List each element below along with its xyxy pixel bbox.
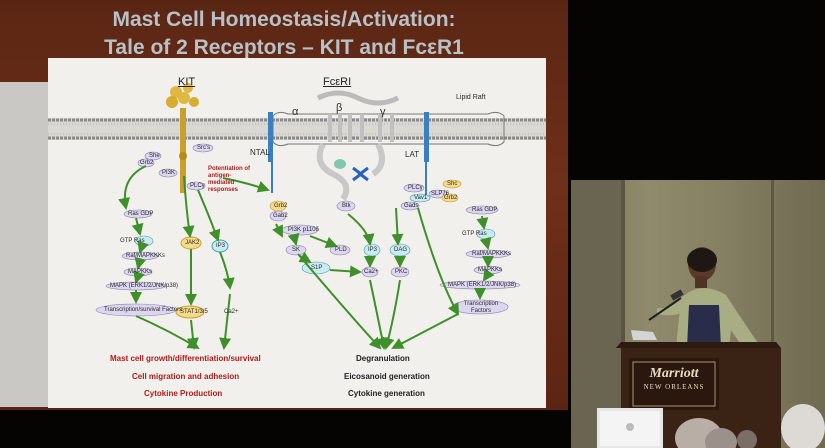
kit-outcome: Cell migration and adhesion [132, 372, 240, 381]
node-ip3-left: IP3 [216, 243, 226, 249]
potentiation-line: Potentiation of [208, 166, 250, 172]
fceri-receptor [268, 90, 429, 201]
alpha-label: α [292, 106, 299, 118]
node-she: She [149, 153, 160, 159]
presentation-slide: Mast Cell Homeostasis/Activation: Tale o… [0, 0, 568, 410]
node-grb2-right: Grb2 [444, 195, 458, 201]
ntal-label: NTAL [250, 148, 270, 157]
audience-heads [675, 404, 825, 448]
node-ras-gdp-right: Ras GDP [472, 207, 498, 213]
laptop [597, 408, 663, 448]
node-gads: Gads [404, 203, 419, 209]
side-panel [0, 82, 48, 407]
node-gab2: Gab2 [273, 213, 288, 219]
node-plcy-right: PLCγ [408, 185, 423, 191]
node-tf-right: Transcription Factors [463, 301, 499, 314]
node-sk: SK [292, 247, 301, 253]
potentiation-line: antigen- [208, 173, 232, 179]
node-ras-gdp-left: Ras GDP [128, 211, 154, 217]
node-pkc: PKC [395, 269, 408, 275]
pathway-arrows [118, 165, 495, 350]
speaker-scene [571, 180, 825, 448]
pathway-diagram: KIT FcεRI α β γ Lipid Raft NTAL LAT Pote… [48, 58, 546, 408]
node-stat: STAT1/3/5 [180, 309, 208, 315]
beta-label: β [336, 102, 343, 114]
node-gtp-ras-left: GTP Ras [120, 238, 145, 244]
node-mapk-left: MAPK (ERK1/2/JNK/p38) [110, 283, 179, 289]
slide-title-line-2: Tale of 2 Receptors – KIT and FcεR1 [104, 36, 464, 59]
node-s1p: S1P [311, 265, 323, 271]
node-raf-right: Raf/MAPKKKs [472, 251, 512, 257]
lipid-raft-label: Lipid Raft [456, 94, 486, 101]
slide-title: Mast Cell Homeostasis/Activation: Tale o… [0, 6, 568, 62]
node-slp76: SLP76 [431, 191, 450, 197]
fceri-outcome: Eicosanoid generation [344, 372, 430, 381]
lat-label: LAT [405, 150, 420, 159]
node-plcy-left: PLCγ [190, 183, 205, 189]
potentiation-line: mediated [208, 180, 235, 186]
kit-receptor [166, 83, 199, 193]
speaker-video-feed: Marriott NEW ORLEANS [571, 180, 825, 448]
node-jak2: JAK2 [185, 240, 200, 246]
node-grb2-mid: Grb2 [274, 203, 288, 209]
node-pi3k-mid: PI3K p110δ [288, 227, 319, 233]
potentiation-line: responses [208, 187, 239, 193]
node-src: Src's [197, 145, 211, 151]
node-vav: Vav1 [414, 195, 428, 201]
node-ca-left: Ca2+ [224, 309, 239, 315]
kit-header: KIT [178, 76, 196, 88]
node-pi3k-left: PI3K [162, 170, 176, 176]
node-grb2-left: Grb2 [140, 160, 154, 166]
node-mapkks-left: MAPKKs [128, 269, 153, 275]
fceri-header: FcεRI [323, 76, 352, 88]
node-gtp-ras-right: GTP Ras [462, 231, 487, 237]
node-mapk-right: MAPK (ERK1/2/JNK/p38) [448, 282, 517, 288]
pathway-drawing [48, 83, 546, 350]
slide-title-line-1: Mast Cell Homeostasis/Activation: [112, 8, 456, 31]
fceri-outcome: Degranulation [356, 354, 410, 363]
lipid-bilayer [48, 118, 546, 140]
node-pld: PLD [335, 247, 347, 253]
podium-city: NEW ORLEANS [643, 383, 705, 391]
node-mapkks-right: MAPKKs [478, 267, 503, 273]
node-ca-mid: Ca2+ [364, 269, 379, 275]
node-dag: DAG [394, 247, 408, 253]
node-btk: Btk [342, 203, 351, 209]
microphone [648, 289, 684, 321]
kit-outcome: Mast cell growth/differentiation/surviva… [110, 354, 261, 363]
node-raf-left: Raf/MAPKKKs [126, 253, 166, 259]
gamma-label: γ [380, 106, 386, 118]
podium-brand: Marriott [649, 366, 699, 381]
node-ip3-mid: IP3 [368, 247, 378, 253]
node-tf-left: Transcription/survival Factors [104, 307, 183, 313]
potentiation-note: Potentiation of antigen- mediated respon… [208, 166, 250, 194]
node-shc: Shc [447, 181, 458, 187]
fceri-outcome: Cytokine generation [348, 389, 425, 398]
kit-outcome: Cytokine Production [144, 389, 223, 398]
podium-logo: Marriott NEW ORLEANS [631, 366, 717, 392]
